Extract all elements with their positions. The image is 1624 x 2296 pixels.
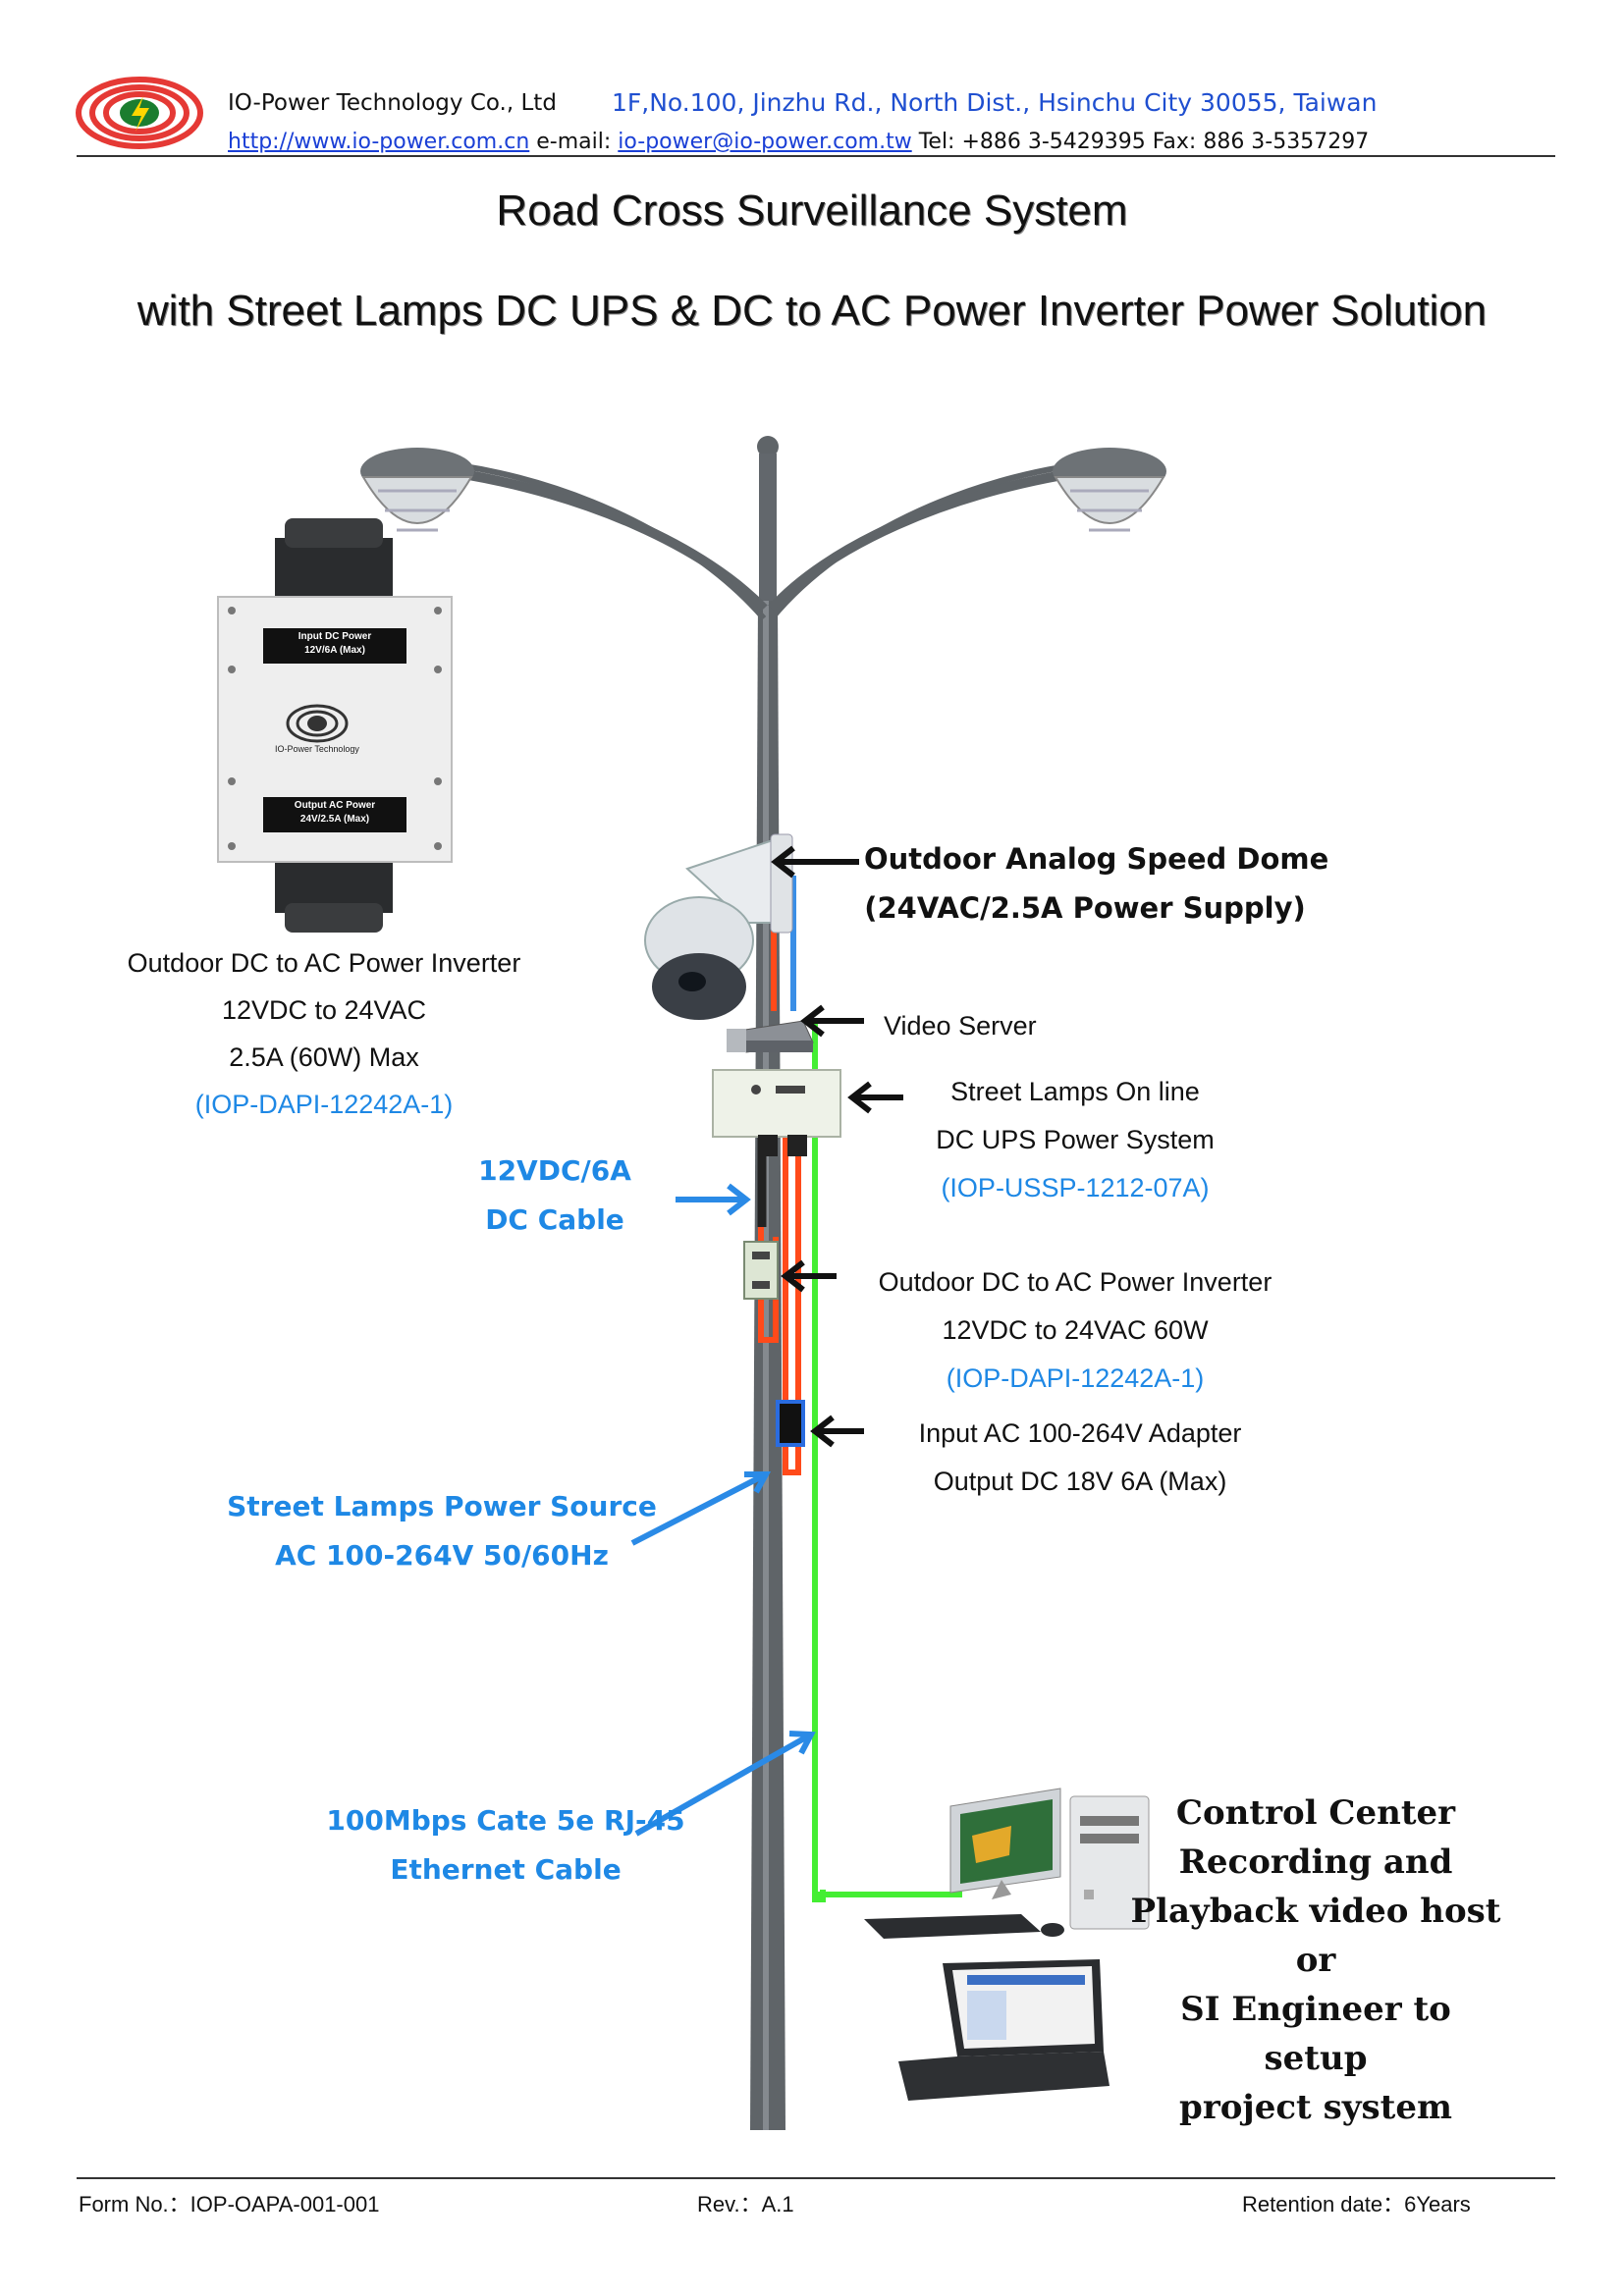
desktop-computer	[864, 1788, 1150, 1939]
pointer-arrows-black	[771, 845, 903, 1448]
revision: Rev.：A.1	[697, 2192, 794, 2216]
video-server-device	[727, 1020, 814, 1053]
control-center-line2: Recording and	[1178, 1842, 1453, 1882]
inverter-input-label: Input DC Power 12V/6A (Max)	[263, 630, 406, 658]
phone-fax: Tel: +886 3-5429395 Fax: 886 3-5357297	[918, 130, 1370, 154]
ethernet-cable-name: Ethernet Cable	[390, 1853, 622, 1886]
company-name: IO-Power Technology Co., Ltd	[228, 90, 557, 116]
ups-name-line2: DC UPS Power System	[936, 1125, 1215, 1154]
pole-inverter-label: Outdoor DC to AC Power Inverter 12VDC to…	[854, 1258, 1296, 1403]
control-center-line4: or	[1295, 1941, 1336, 1980]
adapter-output-spec: Output DC 18V 6A (Max)	[933, 1467, 1227, 1496]
control-center-label: Control Center Recording and Playback vi…	[1129, 1789, 1502, 2132]
control-center-line3: Playback video host	[1130, 1892, 1501, 1931]
retention-date: Retention date：6Years	[1242, 2192, 1471, 2216]
control-center-line6: project system	[1179, 2088, 1452, 2127]
footer-divider	[77, 2177, 1555, 2179]
company-logo	[76, 77, 203, 149]
pole-inverter-box	[743, 1241, 779, 1300]
page-subtitle: with Street Lamps DC UPS & DC to AC Powe…	[136, 287, 1488, 335]
dome-camera-power: (24VAC/2.5A Power Supply)	[864, 891, 1306, 925]
dc-cable-label: 12VDC/6A DC Cable	[461, 1147, 648, 1245]
inverter-input-label-line2: 12V/6A (Max)	[304, 645, 365, 656]
email-link[interactable]: io-power@io-power.com.tw	[618, 130, 912, 154]
laptop-computer	[898, 1959, 1110, 2101]
power-source-name: Street Lamps Power Source	[227, 1490, 657, 1522]
dc-cable-spec: 12VDC/6A	[478, 1154, 631, 1187]
inverter-spec-power: 2.5A (60W) Max	[229, 1042, 419, 1072]
dc-ups-box	[712, 1069, 841, 1156]
speed-dome-camera	[644, 833, 793, 1020]
power-source-spec: AC 100-264V 50/60Hz	[275, 1539, 609, 1572]
inverter-output-label-line2: 24V/2.5A (Max)	[299, 814, 370, 825]
power-adapter	[776, 1400, 805, 1447]
inverter-photo	[217, 518, 453, 933]
power-source-label: Street Lamps Power Source AC 100-264V 50…	[226, 1482, 658, 1580]
pointer-arrows-blue	[630, 1183, 816, 1837]
website-link[interactable]: http://www.io-power.com.cn	[228, 130, 530, 154]
control-center-line5: SI Engineer to setup	[1180, 1990, 1451, 2078]
inverter-title: Outdoor DC to AC Power Inverter	[127, 948, 521, 978]
ups-label: Street Lamps On line DC UPS Power System…	[884, 1068, 1267, 1212]
inverter-spec-voltage: 12VDC to 24VAC	[221, 995, 427, 1025]
email-label: e-mail:	[536, 130, 612, 154]
contact-line: http://www.io-power.com.cn e-mail: io-po…	[228, 130, 1369, 154]
pole-inverter-spec: 12VDC to 24VAC 60W	[942, 1315, 1209, 1345]
company-address: 1F,No.100, Jinzhu Rd., North Dist., Hsin…	[612, 88, 1378, 117]
ups-model: (IOP-USSP-1212-07A)	[941, 1173, 1210, 1202]
right-lamp-head	[1053, 448, 1166, 532]
page-title: Road Cross Surveillance System	[496, 187, 1128, 235]
dome-camera-name: Outdoor Analog Speed Dome	[864, 842, 1329, 876]
left-lamp-head	[360, 448, 474, 532]
inverter-model: (IOP-DAPI-12242A-1)	[194, 1090, 454, 1119]
adapter-label: Input AC 100-264V Adapter Output DC 18V …	[874, 1410, 1286, 1506]
inverter-output-label-line1: Output AC Power	[294, 800, 376, 811]
header-divider	[77, 155, 1555, 157]
adapter-input-spec: Input AC 100-264V Adapter	[918, 1418, 1242, 1448]
pole-inverter-model: (IOP-DAPI-12242A-1)	[946, 1363, 1205, 1393]
ups-name-line1: Street Lamps On line	[950, 1077, 1200, 1106]
ethernet-cable-label: 100Mbps Cate 5e RJ-45 Ethernet Cable	[304, 1796, 707, 1895]
control-center-line1: Control Center	[1175, 1793, 1456, 1833]
inverter-output-label: Output AC Power 24V/2.5A (Max)	[263, 799, 406, 827]
inverter-input-label-line1: Input DC Power	[298, 631, 372, 642]
dome-camera-label: Outdoor Analog Speed Dome (24VAC/2.5A Po…	[864, 834, 1329, 933]
inverter-description: Outdoor DC to AC Power Inverter 12VDC to…	[98, 939, 550, 1128]
ethernet-cable-spec: 100Mbps Cate 5e RJ-45	[326, 1804, 685, 1837]
inverter-brand-label: IO-Power Technology	[275, 744, 359, 754]
pole-inverter-name: Outdoor DC to AC Power Inverter	[878, 1267, 1272, 1297]
form-number: Form No.：IOP-OAPA-001-001	[79, 2192, 380, 2216]
dc-cable-name: DC Cable	[485, 1203, 624, 1236]
video-server-label: Video Server	[884, 1011, 1037, 1041]
